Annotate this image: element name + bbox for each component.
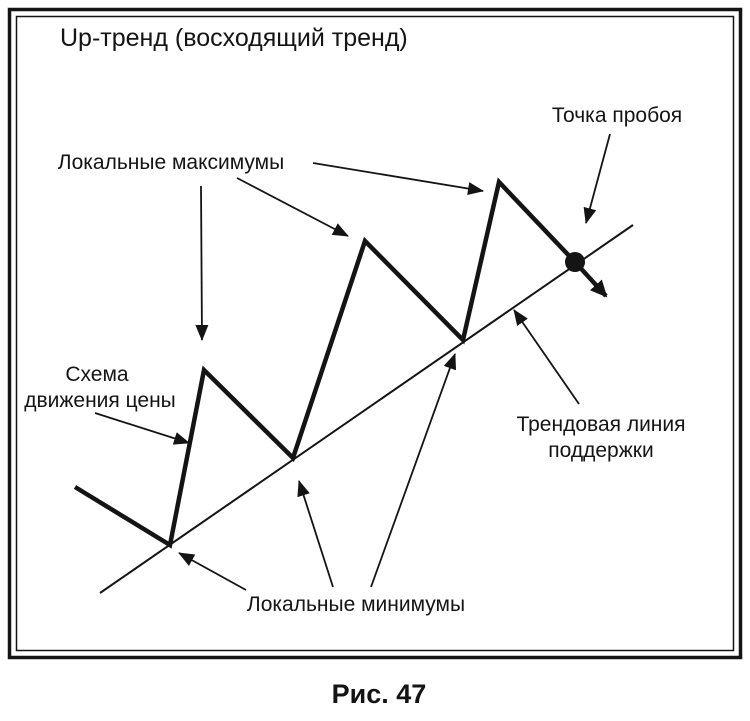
label-local-maxima: Локальные максимумы [58, 151, 284, 174]
diagram-title: Up-тренд (восходящий тренд) [60, 24, 408, 52]
arrow-to-local-min-2 [297, 480, 334, 588]
arrow-to-breakout-point [583, 133, 611, 224]
price-line [73, 177, 608, 549]
label-support-trend-line2: поддержки [548, 439, 653, 462]
arrow-to-local-max-2 [236, 177, 349, 237]
label-local-minima: Локальные минимумы [247, 593, 465, 616]
arrow-to-local-min-1 [178, 552, 247, 591]
breakout-dot [565, 252, 585, 272]
support-trend-line [99, 224, 634, 594]
arrow-to-price-line [94, 412, 190, 445]
arrow-to-local-max-1 [195, 185, 209, 341]
label-breakout-point: Точка пробоя [552, 104, 682, 127]
arrow-to-local-min-3 [370, 353, 457, 588]
label-price-scheme-line2: движения цены [24, 389, 176, 412]
frame-inner-border [15, 15, 735, 652]
arrow-to-local-max-3 [312, 162, 484, 195]
figure-caption: Рис. 47 [332, 679, 427, 709]
arrow-to-trend-line [513, 309, 580, 405]
label-support-trend-line1: Трендовая линия [516, 413, 685, 436]
label-price-scheme-line1: Схема [65, 363, 129, 386]
frame-outer-border [7, 7, 743, 660]
